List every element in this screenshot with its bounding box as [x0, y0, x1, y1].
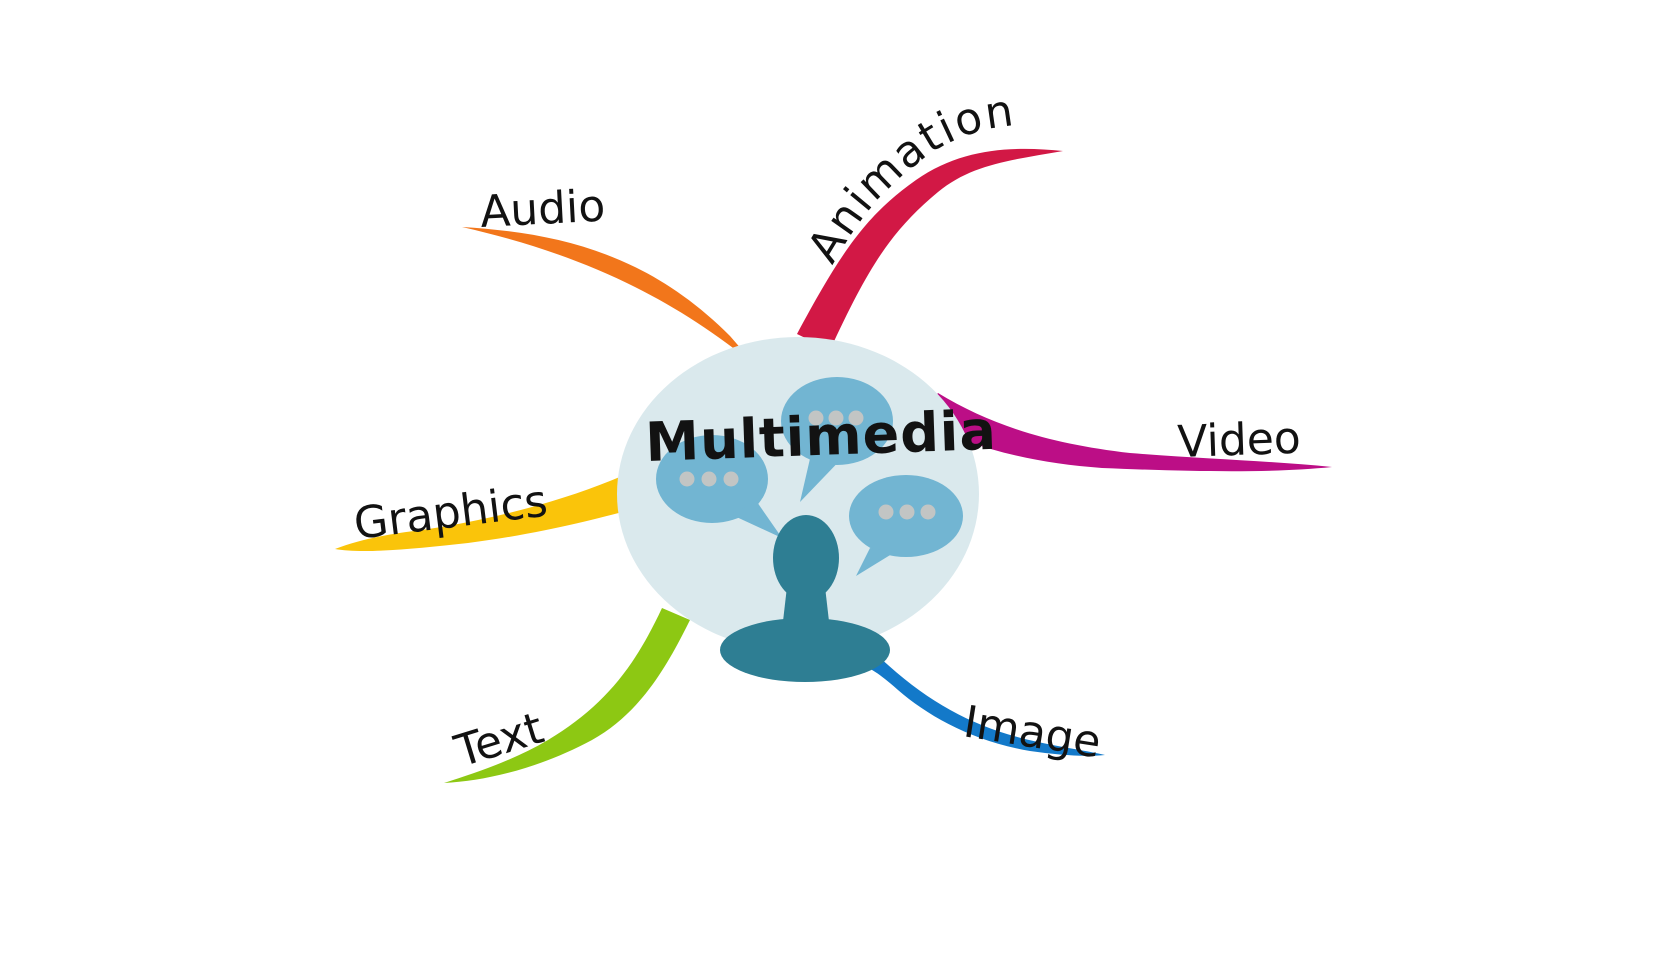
- image-label[interactable]: Image: [960, 696, 1104, 768]
- video-branch: [918, 393, 1332, 472]
- speech-bubble-dots: [679, 410, 936, 520]
- speech-bubble-left-tail: [730, 502, 782, 538]
- audio-label[interactable]: Audio: [479, 181, 607, 238]
- video-label[interactable]: Video: [1177, 413, 1302, 468]
- person-icon: [720, 515, 890, 682]
- speech-bubble-top-tail: [800, 450, 848, 502]
- text-branch: [444, 608, 690, 783]
- animation-label[interactable]: Animation: [798, 85, 1018, 271]
- text-label[interactable]: Text: [448, 703, 549, 778]
- graphics-branch: [335, 476, 630, 552]
- person-neck: [782, 578, 830, 630]
- person-shoulders: [720, 618, 890, 682]
- audio-branch: [462, 227, 756, 366]
- speech-bubble-right-tail: [856, 548, 895, 576]
- animation-branch: [797, 148, 1063, 350]
- center-topic-label[interactable]: Multimedia: [644, 399, 998, 474]
